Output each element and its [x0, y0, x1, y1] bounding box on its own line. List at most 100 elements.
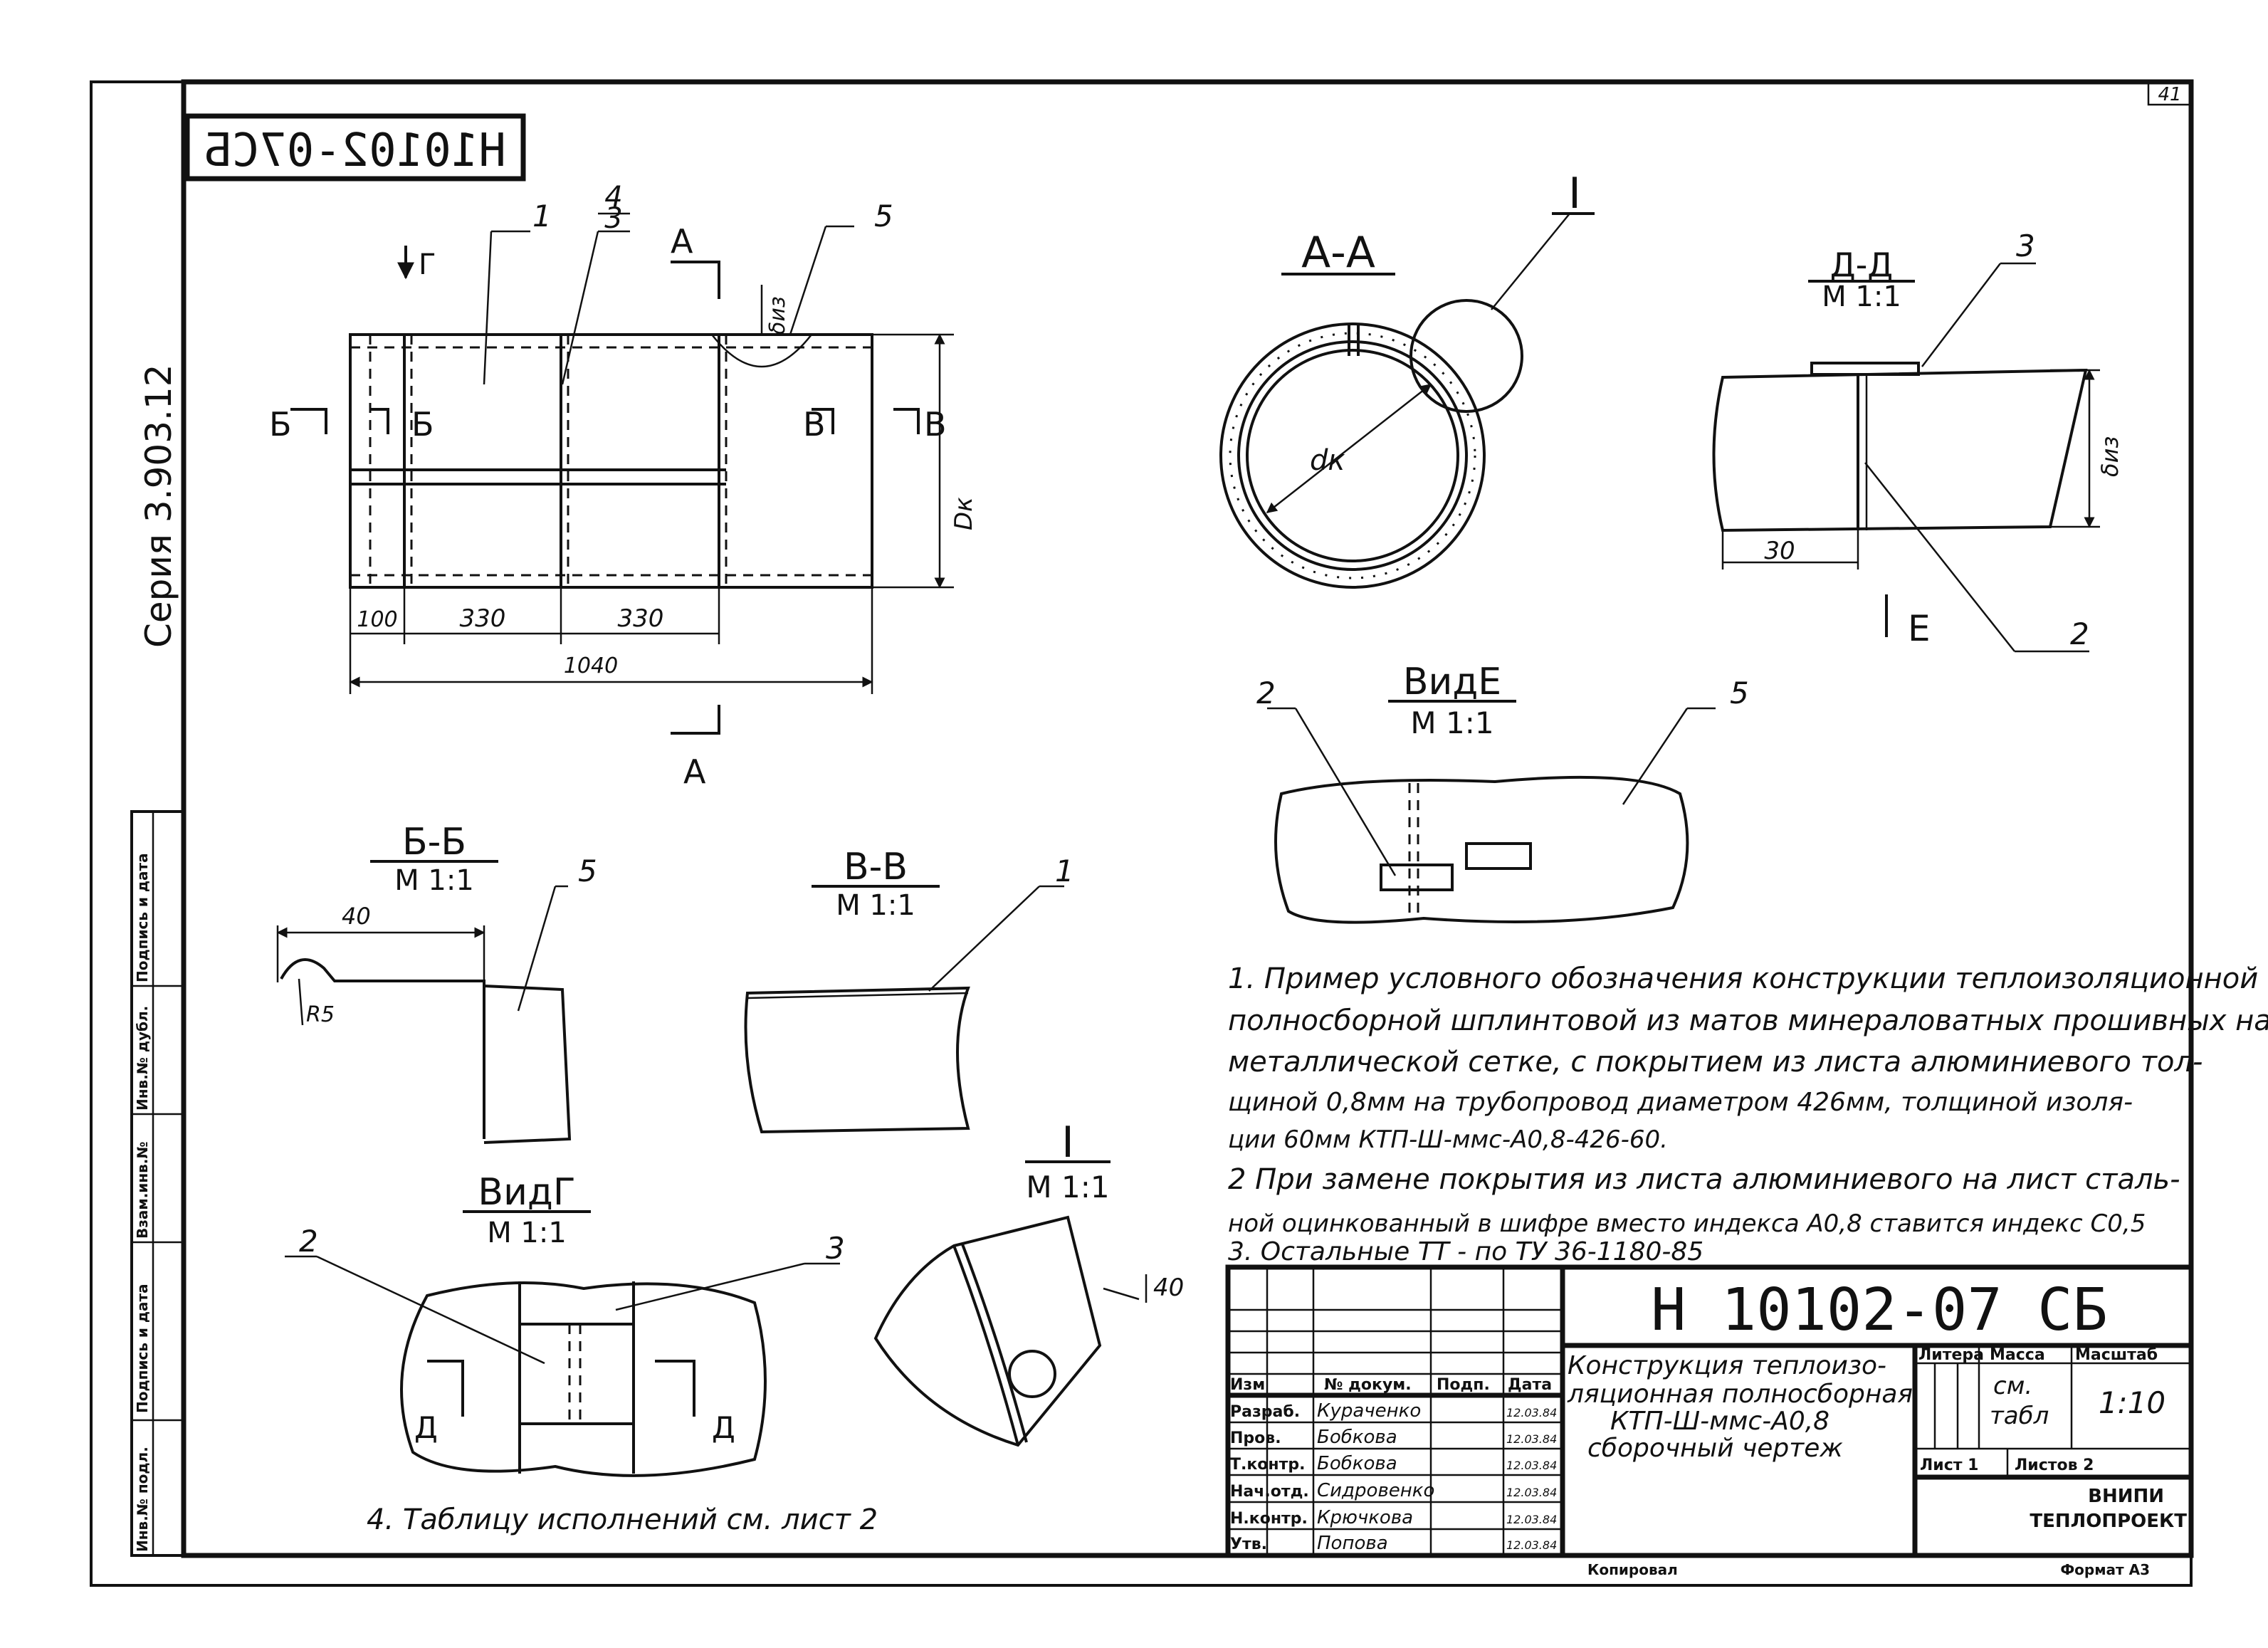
- d-iz-main: δиз: [765, 296, 790, 335]
- sec-v-right: В: [924, 405, 947, 444]
- dim-30: 30: [1764, 537, 1795, 565]
- tb-name-5: Попова: [1317, 1533, 1388, 1554]
- aa-callout-label: I: [1568, 169, 1581, 219]
- stamp-sign-date-2: Подпись и дата: [134, 853, 151, 982]
- view-e: ВидЕ М 1:1 2 5: [1256, 661, 1749, 924]
- bb-dim-40: 40: [342, 903, 371, 930]
- d-iz-dd: δиз: [2096, 436, 2123, 477]
- tb-role-2: Т.контр.: [1230, 1456, 1305, 1474]
- sec-v-left: В: [803, 405, 826, 444]
- dim-330a: 330: [460, 604, 506, 633]
- tb-name-l4: сборочный чертеж: [1587, 1434, 1843, 1463]
- note1-line2: полносборной шплинтовой из матов минерал…: [1228, 1004, 2268, 1037]
- section-vv-scale: М 1:1: [836, 889, 915, 922]
- main-view: Б Б В В Г А А 1 4 3 5 δиз Dк: [269, 181, 978, 791]
- section-vv-title: В-В: [844, 846, 908, 888]
- note1-line4: щиной 0,8мм на трубопровод диаметром 426…: [1228, 1088, 2133, 1117]
- tb-date-1: 12.03.84: [1506, 1432, 1557, 1446]
- dim-330b: 330: [618, 604, 664, 633]
- tb-massa2: табл: [1990, 1402, 2049, 1430]
- stamp-inv-podl: Инв.№ подл.: [134, 1447, 151, 1552]
- ve-pos2: 2: [1256, 676, 1276, 710]
- note4: 4. Таблицу исполнений см. лист 2: [367, 1503, 878, 1536]
- note1-line1: 1. Пример условного обозначения конструк…: [1228, 962, 2258, 995]
- tb-masshtab: 1:10: [2099, 1385, 2165, 1420]
- tb-date-0: 12.03.84: [1506, 1406, 1557, 1419]
- sec-a-top: А: [671, 222, 693, 261]
- view-e-arrow: Е: [1908, 608, 1931, 649]
- section-vv: В-В М 1:1 1: [744, 846, 1074, 1134]
- tb-role-5: Утв.: [1230, 1536, 1267, 1553]
- view-g-title: ВидГ: [478, 1171, 575, 1214]
- note2-line2: ной оцинкованный в шифре вместо индекса …: [1228, 1209, 2146, 1238]
- tb-list: Лист 1: [1920, 1457, 1978, 1474]
- series-label: Серия 3.903.12: [138, 364, 179, 648]
- bb-r5: R5: [306, 1002, 335, 1027]
- section-bb-scale: М 1:1: [394, 864, 474, 897]
- sec-a-bottom: А: [683, 752, 706, 791]
- ve-pos5: 5: [1730, 676, 1749, 710]
- vg-d-left: Д: [414, 1410, 438, 1445]
- tb-h-massa: Масса: [1990, 1346, 2045, 1364]
- section-dd: Д-Д М 1:1 30 δиз 3 2 Е: [1712, 229, 2123, 653]
- sec-b-left: Б: [269, 405, 292, 444]
- mirrored-code: H10102-07CБ: [204, 125, 506, 177]
- pos3: 3: [604, 202, 622, 235]
- section-aa-title: А-А: [1301, 228, 1375, 278]
- pos4: 4: [604, 181, 622, 214]
- dd-pos3: 3: [2016, 229, 2035, 263]
- dim-1040: 1040: [564, 654, 618, 678]
- note2-line1: 2 При замене покрытия из листа алюминиев…: [1228, 1163, 2180, 1196]
- pos5: 5: [874, 199, 893, 233]
- tb-date-4: 12.03.84: [1506, 1513, 1557, 1526]
- note1-line5: ции 60мм КТП-Ш-ммс-А0,8-426-60.: [1228, 1125, 1668, 1154]
- tb-name-l3: КТП-Ш-ммс-А0,8: [1610, 1407, 1829, 1436]
- tb-h-izm: Изм: [1230, 1376, 1265, 1394]
- section-dd-scale: М 1:1: [1822, 280, 1901, 313]
- section-aa: А-А dк I: [1219, 169, 1595, 589]
- view-g: ВидГ М 1:1 Д Д 2 3: [285, 1171, 845, 1477]
- tb-name-1: Бобкова: [1317, 1427, 1397, 1448]
- tb-name-l1: Конструкция теплоизо-: [1568, 1351, 1886, 1380]
- tb-date-3: 12.03.84: [1506, 1486, 1557, 1499]
- bb-pos5: 5: [578, 854, 597, 888]
- vg-pos2: 2: [299, 1224, 318, 1259]
- tb-role-1: Пров.: [1230, 1429, 1281, 1447]
- tb-doc-code: H 10102-07 СБ: [1651, 1276, 2108, 1344]
- tb-org-l1: ВНИПИ: [2088, 1486, 2164, 1507]
- stamp-sign-date-1: Подпись и дата: [134, 1284, 151, 1413]
- tb-role-3: Нач.отд.: [1230, 1483, 1309, 1501]
- section-bb: Б-Б М 1:1 40 R5 5: [276, 821, 597, 1144]
- view-e-title: ВидЕ: [1403, 661, 1501, 703]
- title-block: Изм № докум. Подп. Дата Разраб. Кураченк…: [1225, 1264, 2194, 1558]
- view-e-scale: М 1:1: [1410, 705, 1493, 740]
- format-label: Формат А3: [2060, 1561, 2150, 1578]
- tb-h-litera: Литера: [1918, 1346, 1984, 1364]
- sec-g: Г: [419, 248, 436, 281]
- sec-b-right: Б: [411, 405, 434, 444]
- page-number-box: [2147, 80, 2193, 106]
- tb-h-sign: Подп.: [1437, 1376, 1490, 1394]
- tb-date-5: 12.03.84: [1506, 1538, 1557, 1552]
- dim-100: 100: [357, 607, 397, 632]
- view-g-scale: М 1:1: [487, 1217, 567, 1249]
- note3: 3. Остальные ТТ - по ТУ 36-1180-85: [1228, 1237, 1703, 1266]
- stamp-inv-dubl: Инв.№ дубл.: [134, 1006, 151, 1111]
- tb-name-0: Кураченко: [1317, 1400, 1421, 1422]
- page-number: 41: [2158, 84, 2181, 105]
- copied-label: Копировал: [1587, 1561, 1678, 1578]
- vg-pos3: 3: [826, 1231, 845, 1266]
- tb-h-date: Дата: [1508, 1376, 1552, 1394]
- tb-massa: см.: [1993, 1372, 2032, 1400]
- stamp-vzam-inv: Взам.инв.№: [134, 1142, 151, 1239]
- dk-main: Dк: [950, 497, 978, 530]
- dd-pos2: 2: [2070, 616, 2089, 651]
- tb-role-0: Разраб.: [1230, 1403, 1300, 1421]
- vg-d-right: Д: [712, 1410, 735, 1445]
- detail-i-callout: [1409, 299, 1523, 413]
- vv-pos1: 1: [1055, 854, 1074, 888]
- note1-line3: металлической сетке, с покрытием из лист…: [1228, 1046, 2203, 1078]
- tb-h-doc: № докум.: [1324, 1376, 1412, 1394]
- tb-listov: Листов 2: [2015, 1457, 2094, 1474]
